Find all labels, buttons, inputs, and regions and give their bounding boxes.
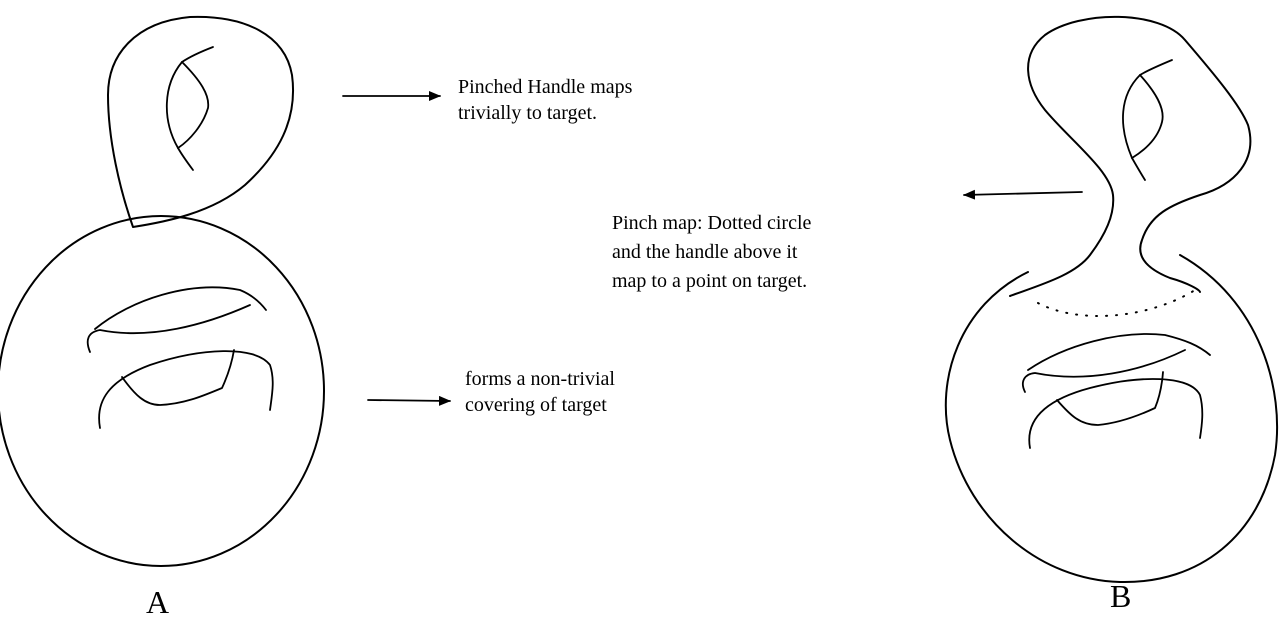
surface-b [944,15,1279,584]
surface-b-handle-hole-upper [1122,74,1141,159]
surface-b-hole-2-bottom [1056,371,1164,426]
annotation-non-trivial-covering: forms a non-trivial covering of target [465,366,615,418]
annotation-non-trivial-line-1: forms a non-trivial [465,368,615,390]
annotation-pinched-handle: Pinched Handle maps trivially to target. [458,74,632,126]
surface-a-lower-sphere [0,215,325,567]
surface-b-hole-2-top [1028,378,1204,449]
surface-b-handle-hole-lower [1131,74,1164,159]
surface-b-dotted-circle [1037,289,1196,317]
annotation-pinched-handle-line-1: Pinched Handle maps [458,76,633,98]
surface-a-hole-1-bottom [86,304,251,353]
surface-a-handle-hole-tail-top [181,46,214,63]
surface-a-handle-hole-lower [177,61,210,149]
surface-a-hole-2-bottom [121,349,235,406]
arrow-pinch-map [963,189,1083,200]
panel-label-a: A [146,584,170,620]
arrow-non-trivial [367,395,451,406]
surface-a-pinched-handle [107,15,294,228]
annotation-pinch-map-line-3: map to a point on target. [612,270,808,292]
annotation-pinch-map-line-2: and the handle above it [612,241,798,263]
annotation-pinch-map: Pinch map: Dotted circle and the handle … [612,209,811,296]
surface-b-handle-hole-tail-bottom [1131,157,1146,181]
surface-b-lower-sphere [944,254,1279,584]
surface-a [0,15,325,567]
surface-b-hole-1-top [1027,333,1211,371]
annotation-pinch-map-line-1: Pinch map: Dotted circle [612,212,812,234]
panel-label-b: B [1110,578,1132,614]
annotation-non-trivial-line-2: covering of target [465,394,607,416]
surface-b-handle-hole-tail-top [1139,59,1173,76]
surface-b-hole-1-bottom [1022,349,1186,393]
surface-a-handle-hole-tail-bottom [177,147,194,171]
surface-b-outline [1009,15,1252,297]
surface-a-hole-1-top [94,286,267,330]
surface-a-hole-2-top [98,350,274,429]
surface-a-handle-hole-upper [165,61,183,149]
annotation-pinched-handle-line-2: trivially to target. [458,102,598,124]
